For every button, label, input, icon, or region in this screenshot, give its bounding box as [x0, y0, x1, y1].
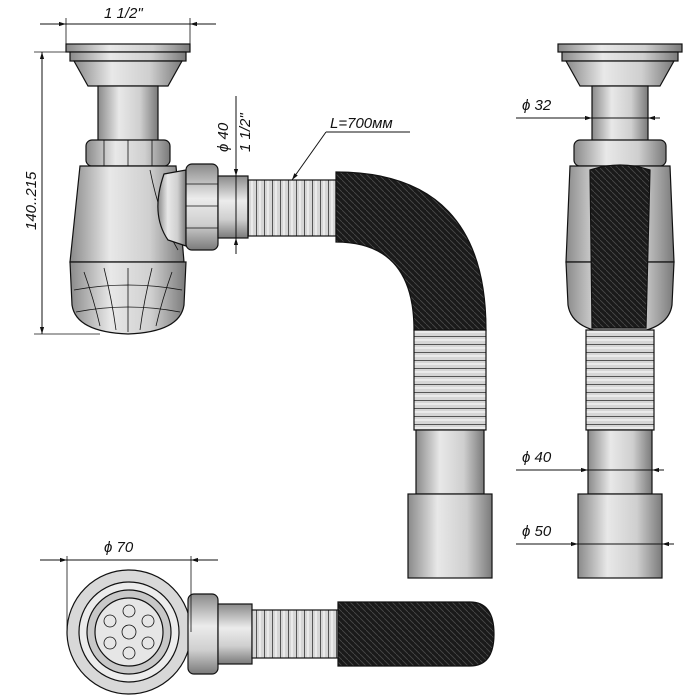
plan-hose-dark	[337, 601, 495, 667]
hose-light-vertical	[413, 329, 487, 431]
side-outlet	[157, 163, 249, 251]
outlet-tube-50	[407, 493, 493, 579]
dim-height-range: 140..215	[23, 171, 40, 230]
outlet-tube-40	[415, 429, 485, 495]
plan-view	[66, 569, 495, 695]
front-view	[65, 43, 493, 579]
drain-flange	[65, 43, 191, 87]
upper-nut	[85, 139, 171, 167]
side-hose-dark	[589, 164, 651, 329]
strainer-grate	[94, 597, 164, 667]
hose-dark-bend	[335, 171, 487, 331]
dim-length: L=700мм	[330, 115, 393, 132]
dim-diam-40-right: ϕ 40	[522, 449, 552, 466]
dim-diam-70: ϕ 70	[104, 539, 134, 556]
dim-thread-left: 1 1/2"	[237, 113, 254, 152]
hose-light-horizontal	[247, 179, 337, 237]
strainer-holes	[103, 604, 155, 660]
side-view	[557, 43, 683, 579]
dimension-lines: 1 1/2" 140..215 ϕ 40 1 1/2" L=700мм ϕ 32…	[23, 5, 674, 632]
vertical-tube	[97, 85, 159, 143]
dim-top-width: 1 1/2"	[104, 5, 143, 22]
dim-diam-40-left: ϕ 40	[215, 122, 232, 152]
dim-diam-32: ϕ 32	[522, 97, 552, 114]
dim-diam-50: ϕ 50	[522, 523, 552, 540]
trap-cup	[69, 261, 187, 335]
